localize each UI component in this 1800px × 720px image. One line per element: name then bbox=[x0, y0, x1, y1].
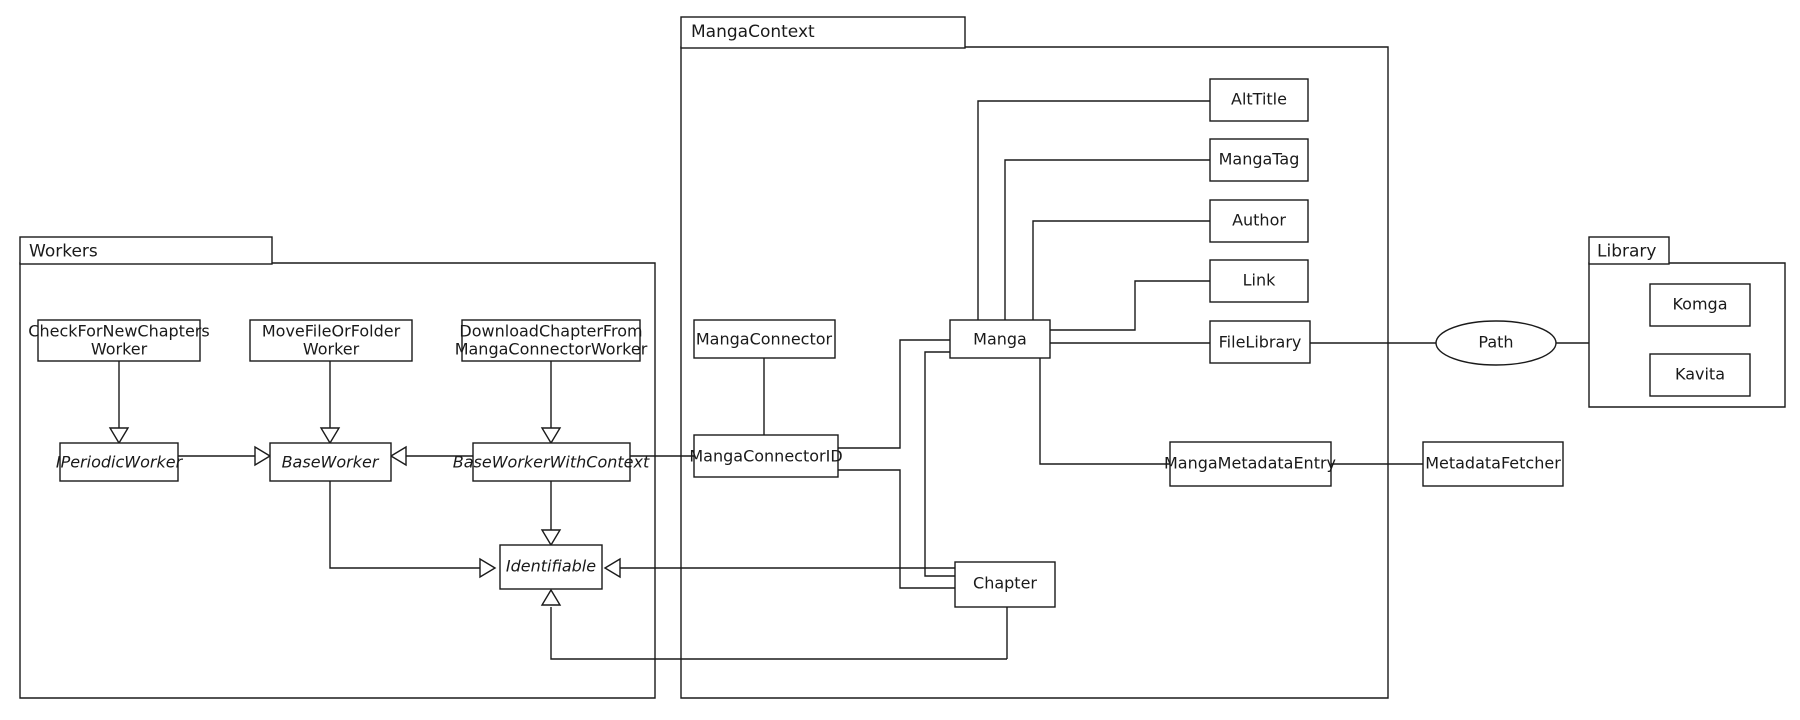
generalization-arrowhead-iperiodicworker bbox=[108, 427, 130, 445]
baseworker-label: BaseWorker bbox=[282, 453, 380, 472]
downloadchapterfrommangaconnectorworker-label-line1: DownloadChapterFrom bbox=[459, 322, 642, 341]
link-box[interactable] bbox=[1209, 259, 1309, 303]
filelibrary-box[interactable] bbox=[1209, 320, 1311, 364]
node-manga[interactable]: Manga bbox=[949, 319, 1051, 359]
mangaconnectorid-box[interactable] bbox=[693, 434, 839, 478]
realization-arrowhead-identifiable-left bbox=[479, 557, 497, 579]
checkfornewchaptersworker-label-line2: Worker bbox=[91, 340, 148, 359]
chapter-box[interactable] bbox=[954, 561, 1056, 608]
package-library-label: Library bbox=[1597, 242, 1656, 262]
author-label: Author bbox=[1232, 211, 1286, 230]
node-mangatag[interactable]: MangaTag bbox=[1209, 138, 1309, 182]
iperiodicworker-box[interactable] bbox=[59, 442, 179, 482]
node-mangaconnectorid[interactable]: MangaConnectorID bbox=[689, 434, 843, 478]
movefileorfolderworker-box[interactable] bbox=[249, 319, 413, 362]
mangaconnector-label: MangaConnector bbox=[696, 330, 833, 349]
package-workers-tab bbox=[19, 236, 273, 265]
node-movefileorfolderworker[interactable]: MoveFileOrFolder Worker bbox=[249, 319, 413, 362]
edge-manga-to-author bbox=[1032, 220, 1210, 320]
kavita-label: Kavita bbox=[1675, 365, 1725, 384]
movefileorfolderworker-label-line2: Worker bbox=[303, 340, 360, 359]
filelibrary-label: FileLibrary bbox=[1219, 333, 1302, 352]
node-iperiodicworker[interactable]: IPeriodicWorker bbox=[56, 442, 184, 482]
mangametadataentry-label: MangaMetadataEntry bbox=[1164, 454, 1336, 473]
komga-label: Komga bbox=[1672, 295, 1727, 314]
generalization-arrowhead-baseworker-top bbox=[319, 427, 341, 445]
generalization-arrowhead-identifiable-bottom bbox=[540, 588, 562, 606]
node-identifiable[interactable]: Identifiable bbox=[499, 544, 603, 590]
metadatafetcher-label: MetadataFetcher bbox=[1425, 454, 1561, 473]
identifiable-box[interactable] bbox=[499, 544, 603, 590]
mangaconnectorid-label: MangaConnectorID bbox=[689, 447, 842, 466]
package-library-tab bbox=[1588, 236, 1670, 265]
identifiable-label: Identifiable bbox=[506, 557, 596, 576]
chapter-label: Chapter bbox=[973, 574, 1037, 593]
iperiodicworker-label: IPeriodicWorker bbox=[56, 453, 184, 472]
manga-box[interactable] bbox=[949, 319, 1051, 359]
node-alttitle[interactable]: AltTitle bbox=[1209, 78, 1309, 122]
movefileorfolderworker-label-line1: MoveFileOrFolder bbox=[262, 322, 401, 341]
alttitle-box[interactable] bbox=[1209, 78, 1309, 122]
mangatag-box[interactable] bbox=[1209, 138, 1309, 182]
edge-mangaconnectorid-to-manga bbox=[838, 339, 950, 449]
realization-arrowhead-baseworker-left bbox=[254, 445, 272, 467]
link-label: Link bbox=[1243, 271, 1277, 290]
node-baseworkerwithcontext[interactable]: BaseWorkerWithContext bbox=[453, 442, 650, 482]
downloadchapterfrommangaconnectorworker-label-line2: MangaConnectorWorker bbox=[455, 340, 648, 359]
edge-baseworker-to-identifiable bbox=[329, 475, 480, 569]
package-workers-label: Workers bbox=[29, 242, 98, 262]
edge-mangaconnectorid-to-chapter bbox=[838, 469, 955, 589]
node-mangametadataentry[interactable]: MangaMetadataEntry bbox=[1164, 441, 1336, 487]
node-kavita[interactable]: Kavita bbox=[1649, 353, 1751, 397]
node-chapter[interactable]: Chapter bbox=[954, 561, 1056, 608]
mangaconnector-box[interactable] bbox=[693, 319, 836, 359]
node-baseworker[interactable]: BaseWorker bbox=[269, 442, 392, 482]
edge-manga-to-chapter bbox=[924, 351, 955, 577]
edge-manga-to-link bbox=[1050, 280, 1210, 331]
edge-manga-to-alttitle bbox=[977, 100, 1210, 320]
path-label: Path bbox=[1478, 333, 1513, 352]
arrowhead-layer bbox=[108, 427, 621, 606]
node-metadatafetcher[interactable]: MetadataFetcher bbox=[1422, 441, 1564, 487]
baseworkerwithcontext-label: BaseWorkerWithContext bbox=[453, 453, 650, 472]
kavita-box[interactable] bbox=[1649, 353, 1751, 397]
author-box[interactable] bbox=[1209, 199, 1309, 243]
alttitle-label: AltTitle bbox=[1231, 90, 1287, 109]
node-komga[interactable]: Komga bbox=[1649, 283, 1751, 327]
komga-box[interactable] bbox=[1649, 283, 1751, 327]
node-checkfornewchaptersworker[interactable]: CheckForNewChapters Worker bbox=[28, 319, 210, 362]
path-ellipse[interactable] bbox=[1435, 320, 1557, 366]
realization-arrowhead-identifiable-right bbox=[603, 557, 621, 579]
node-filelibrary[interactable]: FileLibrary bbox=[1209, 320, 1311, 364]
manga-label: Manga bbox=[973, 330, 1027, 349]
package-mangacontext-tab bbox=[680, 16, 966, 49]
checkfornewchaptersworker-label-line1: CheckForNewChapters bbox=[28, 322, 209, 341]
node-author[interactable]: Author bbox=[1209, 199, 1309, 243]
metadatafetcher-box[interactable] bbox=[1422, 441, 1564, 487]
node-link[interactable]: Link bbox=[1209, 259, 1309, 303]
generalization-arrowhead-baseworker-right bbox=[389, 445, 407, 467]
edge-chapter-bottom-to-identifiable bbox=[550, 607, 1007, 660]
node-path[interactable]: Path bbox=[1435, 320, 1557, 366]
baseworkerwithcontext-box[interactable] bbox=[472, 442, 631, 482]
baseworker-box[interactable] bbox=[269, 442, 392, 482]
generalization-arrowhead-identifiable-top bbox=[540, 529, 562, 547]
generalization-arrowhead-baseworkerwithcontext bbox=[540, 427, 562, 445]
package-mangacontext-label: MangaContext bbox=[691, 22, 815, 42]
mangatag-label: MangaTag bbox=[1219, 150, 1300, 169]
node-mangaconnector[interactable]: MangaConnector bbox=[693, 319, 836, 359]
node-downloadchapterfrommangaconnectorworker[interactable]: DownloadChapterFrom MangaConnectorWorker bbox=[455, 319, 648, 362]
downloadchapterfrommangaconnectorworker-box[interactable] bbox=[461, 319, 641, 362]
checkfornewchaptersworker-box[interactable] bbox=[37, 319, 201, 362]
mangametadataentry-box[interactable] bbox=[1169, 441, 1332, 487]
edge-manga-to-mangatag bbox=[1004, 159, 1210, 320]
